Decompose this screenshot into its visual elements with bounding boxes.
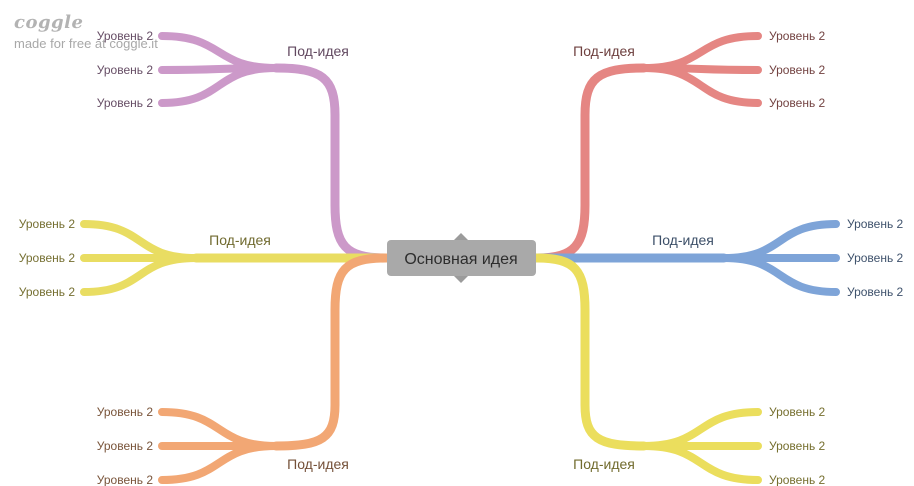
branch-line — [271, 63, 391, 263]
leaf-node-label[interactable]: Уровень 2 — [19, 251, 76, 265]
leaf-node-label[interactable]: Уровень 2 — [769, 29, 826, 43]
branch-line — [532, 253, 649, 451]
central-node[interactable]: Основная идея — [387, 233, 536, 283]
leaf-node-label[interactable]: Уровень 2 — [97, 63, 154, 77]
branch-line — [532, 63, 649, 263]
leaf-line — [640, 64, 762, 107]
leaf-line — [158, 32, 280, 72]
coggle-branding: coggle made for free at coggle.it — [14, 12, 158, 51]
leaf-node-label[interactable]: Уровень 2 — [97, 473, 154, 486]
central-node-label: Основная идея — [404, 251, 517, 268]
leaf-line — [640, 442, 762, 484]
central-node-bottom-arrow — [453, 275, 469, 283]
leaf-node-label[interactable]: Уровень 2 — [97, 405, 154, 419]
leaf-line — [80, 254, 200, 296]
leaf-node-label[interactable]: Уровень 2 — [769, 405, 826, 419]
branch-node-label[interactable]: Под-идея — [573, 43, 635, 59]
branch-node-label[interactable]: Под-идея — [209, 232, 271, 248]
leaf-node-label[interactable]: Уровень 2 — [769, 63, 826, 77]
central-node-top-arrow — [453, 233, 469, 241]
leaf-line — [720, 254, 840, 296]
leaf-line — [158, 408, 280, 450]
leaf-node-label[interactable]: Уровень 2 — [847, 217, 904, 231]
leaf-line — [158, 442, 280, 484]
leaf-node-label[interactable]: Уровень 2 — [847, 251, 904, 265]
branch-node-label[interactable]: Под-идея — [287, 43, 349, 59]
branch-node-label[interactable]: Под-идея — [573, 456, 635, 472]
leaf-node-label[interactable]: Уровень 2 — [769, 96, 826, 110]
leaf-node-label[interactable]: Уровень 2 — [19, 217, 76, 231]
leaf-line — [158, 64, 280, 107]
leaf-node-label[interactable]: Уровень 2 — [97, 29, 154, 43]
leaf-node-label[interactable]: Уровень 2 — [97, 96, 154, 110]
leaf-node-label[interactable]: Уровень 2 — [769, 439, 826, 453]
leaf-node-label[interactable]: Уровень 2 — [19, 285, 76, 299]
leaf-node-label[interactable]: Уровень 2 — [769, 473, 826, 486]
coggle-logo: coggle — [14, 12, 84, 33]
leaf-line — [80, 220, 200, 262]
leaf-line — [640, 408, 762, 450]
leaf-line — [640, 32, 762, 72]
branch-node-label[interactable]: Под-идея — [652, 232, 714, 248]
central-node-box — [387, 240, 536, 276]
branch-node-label[interactable]: Под-идея — [287, 456, 349, 472]
coggle-tagline: made for free at coggle.it — [14, 36, 158, 51]
leaf-node-label[interactable]: Уровень 2 — [847, 285, 904, 299]
leaf-line — [720, 220, 840, 262]
leaf-node-label[interactable]: Уровень 2 — [97, 439, 154, 453]
branch-line — [271, 253, 391, 451]
